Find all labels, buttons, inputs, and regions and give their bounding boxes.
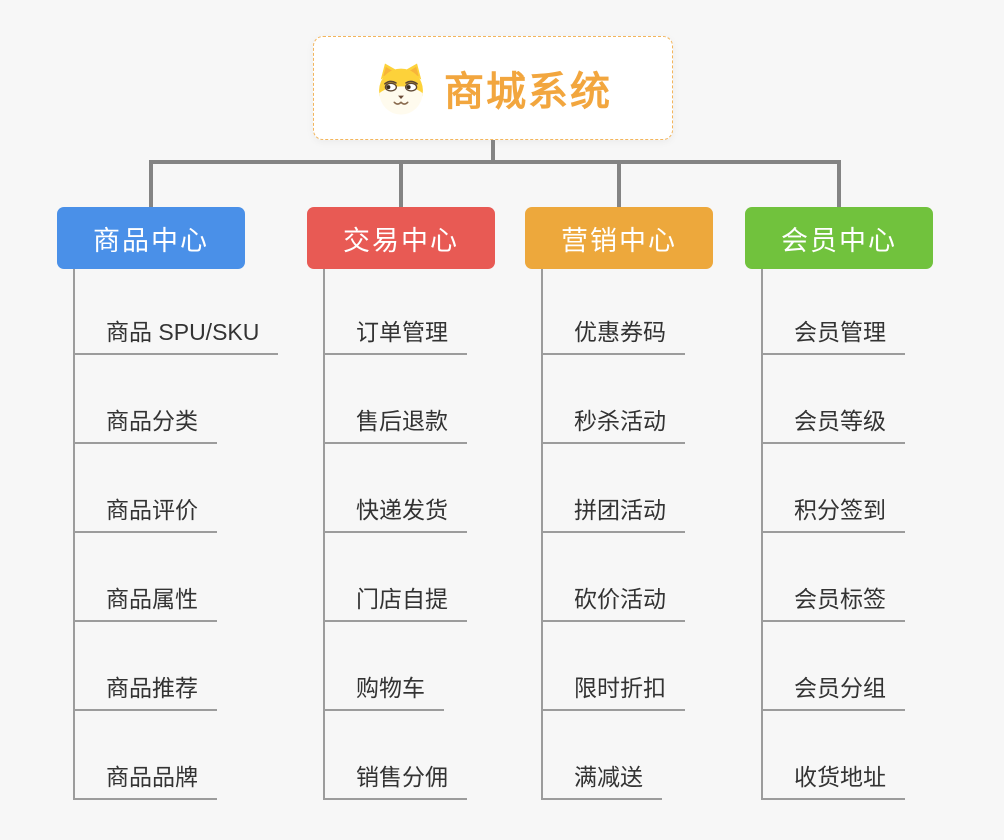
leaf-node[interactable]: 商品分类 [73,355,217,444]
leaf-node[interactable]: 满减送 [541,711,662,800]
leaf-node[interactable]: 订单管理 [323,269,467,355]
leaf-node[interactable]: 会员标签 [761,533,905,622]
leaf-node[interactable]: 销售分佣 [323,711,467,800]
leaf-node[interactable]: 门店自提 [323,533,467,622]
branch-children-list: 优惠券码秒杀活动拼团活动砍价活动限时折扣满减送 [541,269,685,800]
branch-trunk-line [541,269,543,800]
leaf-node[interactable]: 砍价活动 [541,533,685,622]
leaf-node[interactable]: 商品属性 [73,533,217,622]
root-node[interactable]: 商城系统 [313,36,673,140]
leaf-node[interactable]: 拼团活动 [541,444,685,533]
leaf-node[interactable]: 购物车 [323,622,444,711]
branch-node-member-center[interactable]: 会员中心 [745,207,933,269]
branch-trunk-line [73,269,75,800]
leaf-node[interactable]: 商品 SPU/SKU [73,269,279,355]
leaf-node[interactable]: 会员管理 [761,269,905,355]
branch-node-marketing-center[interactable]: 营销中心 [525,207,713,269]
branch-node-product-center[interactable]: 商品中心 [57,207,245,269]
leaf-node[interactable]: 商品推荐 [73,622,217,711]
leaf-node[interactable]: 售后退款 [323,355,467,444]
connector-drop-marketing [617,160,621,207]
dog-face-icon [379,63,423,115]
root-title: 商城系统 [444,70,612,114]
leaf-node[interactable]: 积分签到 [761,444,905,533]
branch-children-list: 会员管理会员等级积分签到会员标签会员分组收货地址 [761,269,905,800]
connector-horizontal-line [149,160,841,164]
leaf-node[interactable]: 快递发货 [323,444,467,533]
connector-drop-product [149,160,153,207]
branch-trunk-line [761,269,763,800]
leaf-node[interactable]: 商品品牌 [73,711,217,800]
connector-drop-trade [399,160,403,207]
leaf-node[interactable]: 优惠券码 [541,269,685,355]
branch-node-trade-center[interactable]: 交易中心 [307,207,495,269]
leaf-node[interactable]: 秒杀活动 [541,355,685,444]
leaf-node[interactable]: 会员分组 [761,622,905,711]
leaf-node[interactable]: 会员等级 [761,355,905,444]
connector-root-stem [491,140,495,162]
leaf-node[interactable]: 收货地址 [761,711,905,800]
branch-trunk-line [323,269,325,800]
leaf-node[interactable]: 限时折扣 [541,622,685,711]
leaf-node[interactable]: 商品评价 [73,444,217,533]
branch-children-list: 订单管理售后退款快递发货门店自提购物车销售分佣 [323,269,467,800]
connector-drop-member [837,160,841,207]
